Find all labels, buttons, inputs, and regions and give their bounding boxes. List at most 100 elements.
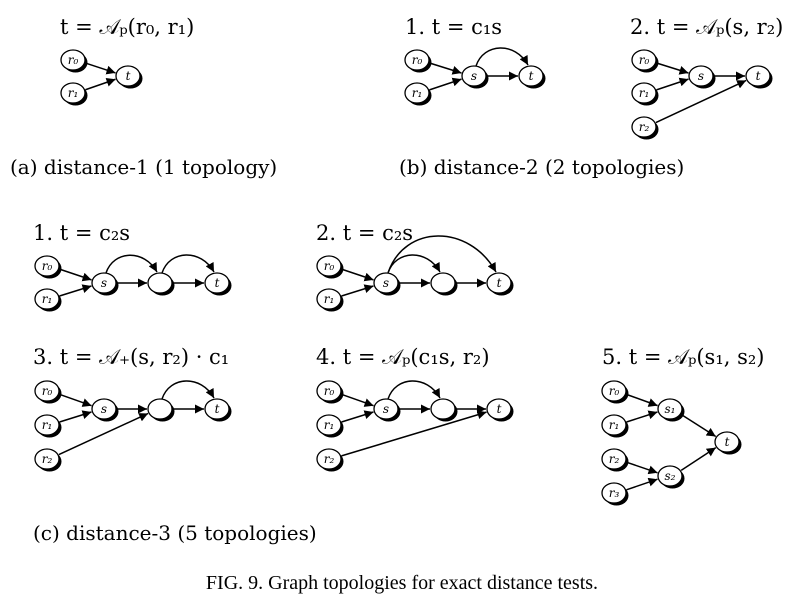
node-s2: s₂ <box>657 465 685 489</box>
node-circle <box>486 272 512 294</box>
node-label: r₀ <box>412 53 423 67</box>
edge-r2-t <box>341 410 487 457</box>
edge-r1-s <box>341 284 374 297</box>
edge-r1-s <box>59 284 92 297</box>
node-circle <box>601 448 627 470</box>
equation-c5: 5. t = 𝒜ₚ(s₁, s₂) <box>602 345 765 369</box>
node-circle <box>316 414 342 436</box>
caption-a: (a) distance-1 (1 topology) <box>10 155 277 179</box>
edge-r1-s <box>429 77 462 91</box>
node-circle <box>91 272 117 294</box>
node-label: r₀ <box>639 53 650 67</box>
node-t: t <box>204 398 232 422</box>
node-label: t <box>529 69 534 83</box>
equation-b2: 2. t = 𝒜ₚ(s, r₂) <box>630 15 783 39</box>
node-t: t <box>714 431 742 455</box>
arc-edge-s-t <box>387 235 497 274</box>
node-r1: r₁ <box>631 82 659 106</box>
edge-r1-s <box>656 77 689 91</box>
node-r1: r₁ <box>316 414 344 438</box>
graph-c1: r₀ r₁ s t <box>34 254 232 312</box>
node-label: r₀ <box>42 259 53 273</box>
node-label: s₁ <box>665 402 676 416</box>
node-r2: r₂ <box>316 448 344 472</box>
edge-r0-s <box>656 62 689 75</box>
node-r2: r₂ <box>601 448 629 472</box>
node-circle <box>147 272 173 294</box>
node-circle <box>461 65 487 87</box>
node-label: r₀ <box>609 384 620 398</box>
node-s: s <box>373 272 401 296</box>
node-circle <box>657 398 683 420</box>
node-circle <box>688 65 714 87</box>
edge-r0-s <box>59 393 92 407</box>
node-circle <box>486 398 512 420</box>
node-label: s <box>383 276 389 290</box>
edge-r0-s <box>341 268 374 282</box>
node-label: r₂ <box>609 452 620 466</box>
figure-caption: FIG. 9. Graph topologies for exact dista… <box>206 572 598 594</box>
node-circle <box>91 398 117 420</box>
edge-r1-s <box>59 410 92 423</box>
node-circle <box>657 465 683 487</box>
node-circle <box>316 380 342 402</box>
edge-s2-t <box>680 447 717 471</box>
edge-r2-m <box>58 412 149 456</box>
node-label: r₁ <box>42 292 53 306</box>
node-m <box>147 272 175 296</box>
edge-r1-s1 <box>626 410 658 423</box>
node-t: t <box>745 65 773 89</box>
arc-edge-m-t <box>161 254 215 274</box>
node-circle <box>316 255 342 277</box>
node-r2: r₂ <box>631 116 659 140</box>
equation-c4: 4. t = 𝒜ₚ(c₁s, r₂) <box>316 345 490 369</box>
edge-r0-s <box>429 62 462 75</box>
node-s: s <box>461 65 489 89</box>
node-circle <box>430 398 456 420</box>
node-m <box>430 272 458 296</box>
edge-r2-s2 <box>626 461 658 475</box>
node-label: r₂ <box>324 452 335 466</box>
node-m <box>430 398 458 422</box>
node-circle <box>714 431 740 453</box>
equation-c2: 2. t = c₂s <box>316 221 413 245</box>
edge-s1-t <box>680 413 717 438</box>
node-circle <box>430 272 456 294</box>
node-label: s₂ <box>665 469 676 483</box>
node-r1: r₁ <box>60 82 88 106</box>
caption-b: (b) distance-2 (2 topologies) <box>399 155 684 179</box>
node-label: r₀ <box>324 259 335 273</box>
node-label: t <box>215 402 220 416</box>
node-t: t <box>204 272 232 296</box>
node-s: s <box>91 272 119 296</box>
node-t: t <box>486 398 514 422</box>
graph-b2: r₀ r₁ r₂ s t <box>631 49 773 140</box>
node-label: t <box>756 69 761 83</box>
node-label: r₁ <box>639 86 650 100</box>
node-label: r₁ <box>68 86 79 100</box>
caption-c: (c) distance-3 (5 topologies) <box>33 521 317 545</box>
node-label: t <box>126 69 131 83</box>
node-label: r₀ <box>324 384 335 398</box>
node-label: r₁ <box>609 418 620 432</box>
node-label: r₂ <box>42 452 53 466</box>
node-label: s <box>698 69 704 83</box>
node-label: t <box>725 435 730 449</box>
node-s1: s₁ <box>657 398 685 422</box>
node-circle <box>60 82 86 104</box>
node-r0: r₀ <box>34 255 62 279</box>
edge-r0-s <box>341 393 374 407</box>
equation-c3: 3. t = 𝒜₊(s, r₂) · c₁ <box>33 345 229 369</box>
arc-edge-m-t <box>161 380 215 400</box>
node-circle <box>316 448 342 470</box>
node-label: r₁ <box>324 418 335 432</box>
node-r0: r₀ <box>601 380 629 404</box>
node-circle <box>631 116 657 138</box>
node-circle <box>601 482 627 504</box>
equation-c1: 1. t = c₂s <box>33 221 130 245</box>
node-t: t <box>486 272 514 296</box>
node-r0: r₀ <box>404 49 432 73</box>
